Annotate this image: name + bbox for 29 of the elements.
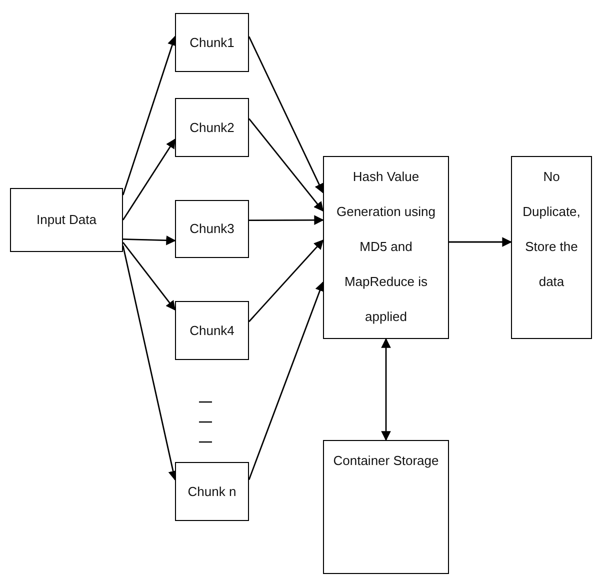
node-label: Chunk3 — [188, 221, 236, 237]
arrow — [122, 138, 176, 220]
arrow — [122, 242, 176, 311]
node-label: Hash Value Generation using MD5 and MapReduce is applied — [335, 168, 436, 326]
arrow — [449, 237, 512, 247]
chunk-box — [175, 462, 249, 521]
process-box — [10, 188, 123, 252]
node-label: Chunk n — [186, 484, 238, 500]
arrow — [249, 215, 324, 225]
node-label: Chunk4 — [188, 322, 236, 338]
process-box — [511, 156, 592, 339]
arrow — [122, 235, 176, 246]
chunk-box — [175, 98, 249, 157]
arrow — [248, 281, 324, 480]
arrow — [381, 338, 391, 441]
chunk-box — [175, 200, 249, 258]
chunk-box — [175, 301, 249, 360]
process-box — [323, 440, 449, 574]
node-label: No Duplicate, Store the data — [522, 168, 582, 291]
arrow — [248, 239, 324, 322]
node-label: Chunk1 — [188, 34, 236, 50]
node-label: Container Storage — [332, 452, 440, 470]
node-label: Input Data — [36, 212, 98, 228]
node-label: Chunk2 — [188, 120, 236, 136]
chunk-box — [175, 13, 249, 72]
process-box — [323, 156, 449, 339]
arrow — [248, 36, 324, 194]
arrow — [248, 118, 324, 212]
arrow — [122, 36, 177, 196]
